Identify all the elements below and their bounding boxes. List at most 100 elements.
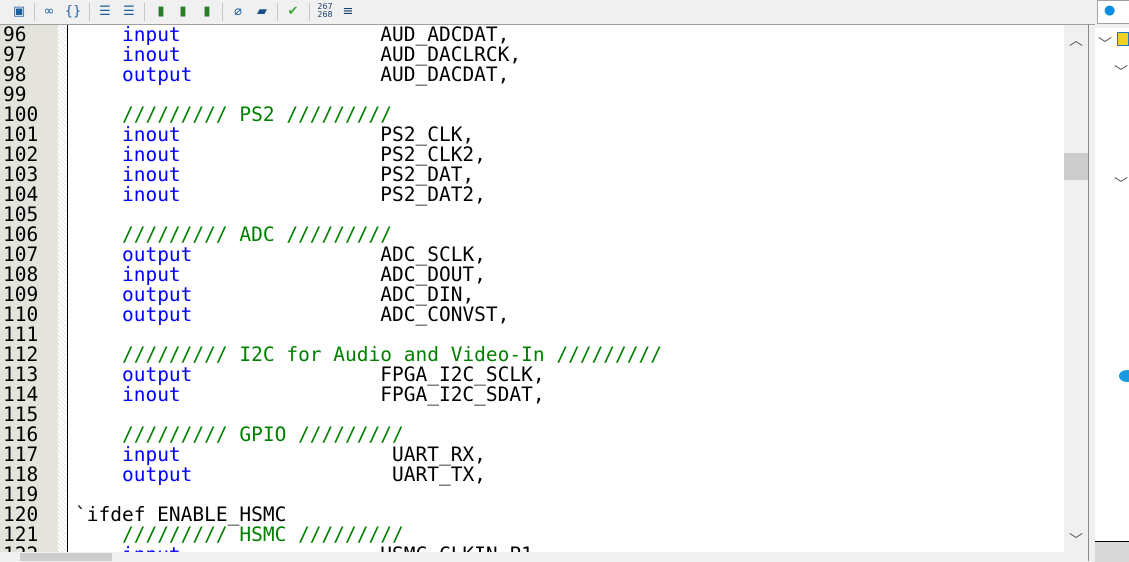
scroll-icon[interactable]: ▰ — [257, 4, 267, 19]
line-number: 122 — [3, 545, 38, 553]
lines-icon[interactable]: ≡ — [342, 4, 354, 19]
code-text: input AUD_ADCDAT, — [75, 25, 509, 45]
code-line[interactable]: 110 output ADC_CONVST, — [0, 305, 1064, 325]
code-line[interactable]: 109 output ADC_DIN, — [0, 285, 1064, 305]
outdent-icon[interactable]: ☰ — [123, 4, 135, 19]
comment-token: ///////// GPIO ///////// — [121, 423, 404, 446]
line-number: 97 — [3, 43, 27, 66]
globe-icon — [1119, 370, 1129, 382]
code-line[interactable]: 102 inout PS2_CLK2, — [0, 145, 1064, 165]
code-line[interactable]: 116 ///////// GPIO ///////// — [0, 425, 1064, 445]
goto-brace-icon[interactable]: {} — [64, 4, 82, 19]
code-text: inout AUD_DACLRCK, — [75, 45, 521, 65]
code-text: input HSMC_CLKIN_P1, — [75, 545, 545, 553]
line-number: 115 — [3, 403, 39, 426]
code-token: FPGA_I2C_SDAT, — [180, 383, 545, 406]
code-token — [75, 383, 122, 406]
keyword-token: inout — [121, 123, 181, 146]
code-editor[interactable]: 96 input AUD_ADCDAT,97 inout AUD_DACLRCK… — [0, 25, 1064, 552]
indent-icon[interactable]: ☰ — [99, 4, 111, 19]
line-number: 103 — [3, 163, 39, 186]
code-line[interactable]: 117 input UART_RX, — [0, 445, 1064, 465]
code-token: ADC_SCLK, — [192, 243, 486, 266]
chevron-down-icon[interactable]: ﹀ — [1114, 177, 1128, 193]
code-line[interactable]: 98 output AUD_DACDAT, — [0, 65, 1064, 85]
code-line[interactable]: 111 — [0, 325, 1064, 345]
code-text: output ADC_SCLK, — [75, 245, 486, 265]
keyword-token: output — [121, 363, 193, 386]
code-text: input UART_RX, — [75, 445, 486, 465]
toolbar-separator — [309, 3, 310, 21]
panel-scroll-area[interactable] — [1095, 541, 1129, 562]
code-text: ///////// I2C for Audio and Video-In ///… — [75, 345, 662, 365]
line-number: 114 — [3, 383, 39, 406]
vertical-scroll-thumb[interactable] — [1064, 153, 1088, 180]
code-line[interactable]: 106 ///////// ADC ///////// — [0, 225, 1064, 245]
code-line[interactable]: 114 inout FPGA_I2C_SDAT, — [0, 385, 1064, 405]
bookmark-next-icon[interactable]: ▮ — [179, 4, 187, 19]
search-button[interactable]: ● — [1097, 0, 1129, 24]
chevron-down-icon[interactable]: ﹀ — [1098, 37, 1112, 53]
code-line[interactable]: 103 inout PS2_DAT, — [0, 165, 1064, 185]
code-line[interactable]: 121 ///////// HSMC ///////// — [0, 525, 1064, 545]
pane-divider[interactable] — [1088, 24, 1089, 561]
code-line[interactable]: 112 ///////// I2C for Audio and Video-In… — [0, 345, 1064, 365]
code-line[interactable]: 118 output UART_TX, — [0, 465, 1064, 485]
code-line[interactable]: 105 — [0, 205, 1064, 225]
code-line[interactable]: 122 input HSMC_CLKIN_P1, — [0, 545, 1064, 553]
line-number: 116 — [3, 423, 39, 446]
keyword-token: input — [121, 263, 181, 286]
keyword-token: output — [121, 63, 193, 86]
line-number-gutter — [0, 25, 58, 552]
code-text: ///////// GPIO ///////// — [75, 425, 404, 445]
code-line[interactable]: 99 — [0, 85, 1064, 105]
code-line[interactable]: 108 input ADC_DOUT, — [0, 265, 1064, 285]
line-number: 111 — [3, 323, 39, 346]
line-number: 108 — [3, 263, 39, 286]
binoculars-icon[interactable]: ∞ — [43, 4, 55, 19]
code-line[interactable]: 100 ///////// PS2 ///////// — [0, 105, 1064, 125]
line-number: 112 — [3, 343, 39, 366]
line-number: 104 — [3, 183, 39, 206]
scroll-down-icon[interactable]: ﹀ — [1069, 533, 1083, 549]
code-token: AUD_ADCDAT, — [180, 25, 510, 46]
code-token: PS2_DAT2, — [180, 183, 486, 206]
horizontal-scroll-thumb[interactable] — [20, 553, 112, 561]
code-text: inout PS2_CLK2, — [75, 145, 486, 165]
code-token — [75, 303, 122, 326]
line-number: 110 — [3, 303, 39, 326]
code-line[interactable]: 119 — [0, 485, 1064, 505]
horizontal-scrollbar[interactable] — [0, 552, 1064, 561]
code-line[interactable]: 96 input AUD_ADCDAT, — [0, 25, 1064, 45]
code-text: output ADC_DIN, — [75, 285, 474, 305]
check-document-icon[interactable]: ✔ — [287, 4, 299, 19]
code-line[interactable]: 107 output ADC_SCLK, — [0, 245, 1064, 265]
code-line[interactable]: 104 inout PS2_DAT2, — [0, 185, 1064, 205]
toolbar-separator — [34, 3, 35, 21]
keyword-token: output — [121, 463, 193, 486]
keyword-token: inout — [121, 43, 181, 66]
code-line[interactable]: 120`ifdef ENABLE_HSMC — [0, 505, 1064, 525]
code-line[interactable]: 113 output FPGA_I2C_SCLK, — [0, 365, 1064, 385]
code-token: ADC_DIN, — [192, 283, 475, 306]
chevron-down-icon[interactable]: ﹀ — [1114, 65, 1128, 81]
code-line[interactable]: 115 — [0, 405, 1064, 425]
keyword-token: input — [121, 443, 181, 466]
window-icon[interactable]: ▣ — [12, 4, 26, 19]
line-number: 109 — [3, 283, 39, 306]
code-text: inout PS2_DAT, — [75, 165, 474, 185]
code-token: ADC_DOUT, — [180, 263, 486, 286]
vertical-scrollbar[interactable] — [1064, 25, 1088, 552]
toolbar-separator — [277, 3, 278, 21]
code-line[interactable]: 97 inout AUD_DACLRCK, — [0, 45, 1064, 65]
code-text: inout PS2_DAT2, — [75, 185, 486, 205]
bookmark-icon[interactable]: ▮ — [157, 4, 165, 19]
code-line[interactable]: 101 inout PS2_CLK, — [0, 125, 1064, 145]
code-token — [75, 183, 122, 206]
line-number: 102 — [3, 143, 39, 166]
scroll-up-icon[interactable]: ︿ — [1069, 33, 1083, 49]
paperclip-icon[interactable]: ⌀ — [234, 4, 242, 19]
bookmark-prev-icon[interactable]: ▮ — [203, 4, 211, 19]
